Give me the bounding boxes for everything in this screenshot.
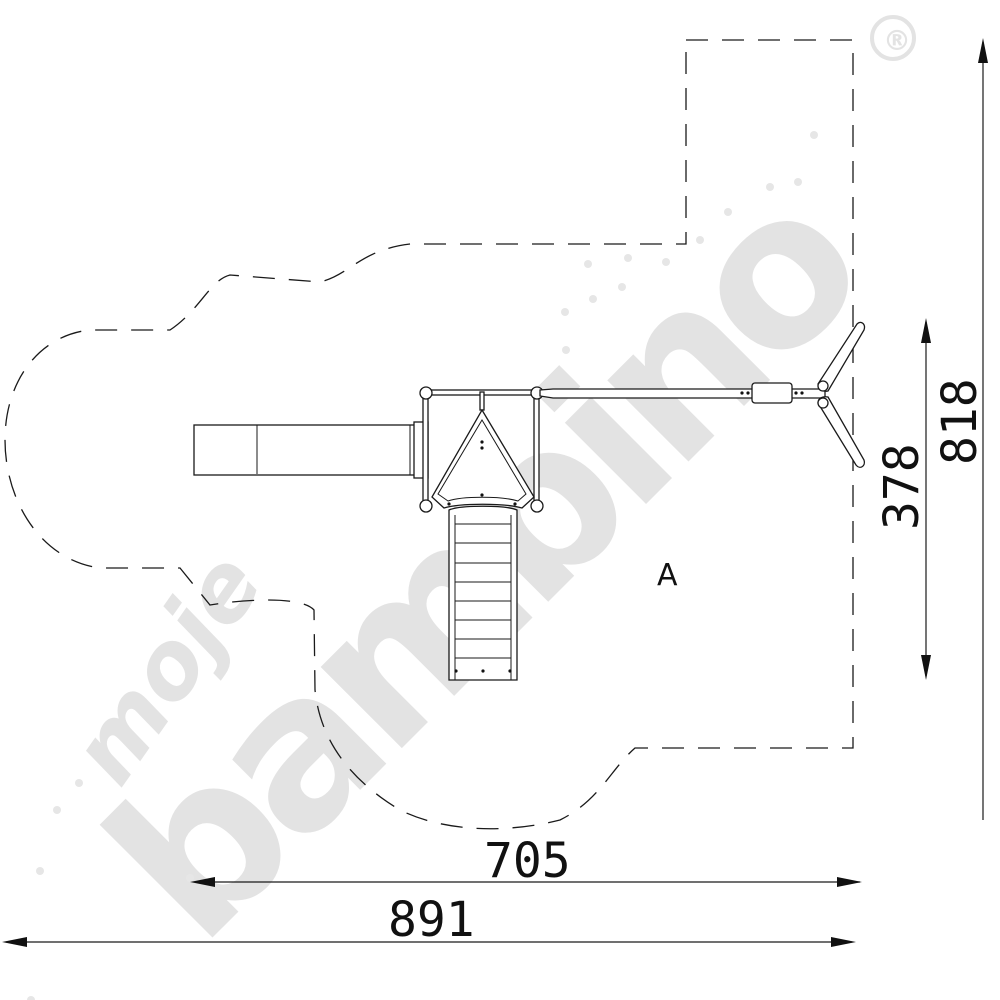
watermark-dots [27, 131, 818, 1000]
dimension-horizontal-inner: 705 [190, 833, 862, 889]
dimension-label-705: 705 [484, 833, 571, 889]
ladder-rungs [455, 523, 511, 659]
corner-post [530, 499, 544, 513]
dimension-vertical-outer: 818 [932, 38, 988, 820]
zone-label: A [657, 558, 678, 593]
ladder [448, 505, 518, 681]
dimension-vertical-inner: 378 [874, 318, 931, 680]
a-frame-legs [817, 321, 866, 468]
svg-text:®: ® [883, 24, 911, 57]
corner-post [419, 499, 433, 513]
corner-post [419, 386, 433, 400]
swing-seat [751, 382, 793, 404]
dimension-label-891: 891 [388, 892, 475, 948]
dimension-label-378: 378 [874, 443, 930, 530]
safety-zone-outline [4, 39, 854, 830]
dimension-label-818: 818 [932, 378, 988, 465]
slide [193, 421, 429, 479]
platform [419, 386, 544, 513]
dimension-horizontal-outer: 891 [2, 892, 856, 948]
registered-mark-icon: ® [870, 15, 916, 61]
